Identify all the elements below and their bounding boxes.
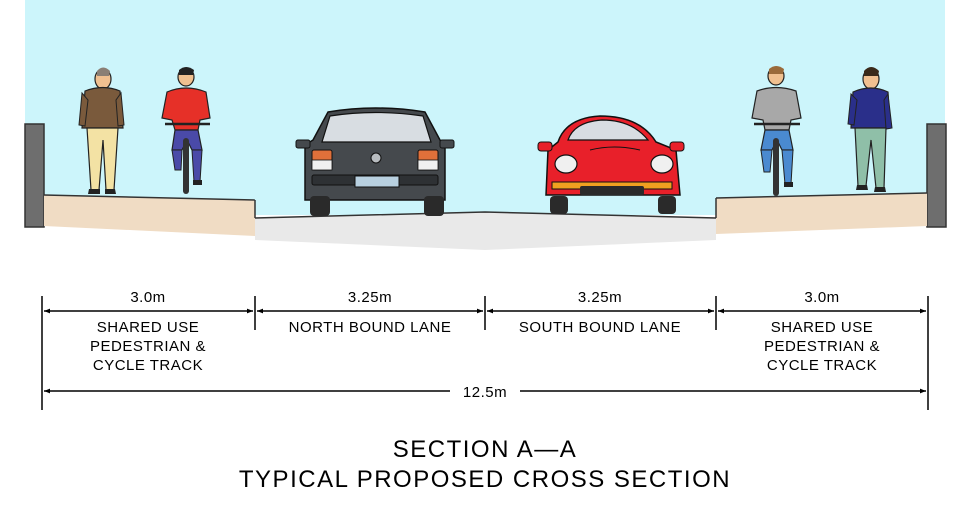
right-footpath [715,192,928,234]
zone-width-south-bound: 3.25m [578,289,622,306]
red-sports-car [537,115,685,214]
zone-width-shared-use-right: 3.0m [804,289,839,306]
zone-label-shared-use-right-line3: CYCLE TRACK [767,357,877,374]
zone-label-south-bound-lane: SOUTH BOUND LANE [519,319,681,336]
left-footpath [43,194,256,236]
total-width-label: 12.5m [463,384,507,401]
cyclist-left [161,67,211,194]
zone-width-north-bound: 3.25m [348,289,392,306]
zone-label-shared-use-right-line1: SHARED USE [771,319,874,336]
section-subtitle: TYPICAL PROPOSED CROSS SECTION [239,466,731,493]
section-title: SECTION A—A [393,436,578,463]
sky-background [25,0,945,215]
right-boundary-wall [926,123,947,228]
zone-width-shared-use-left: 3.0m [130,289,165,306]
zone-label-shared-use-left-line3: CYCLE TRACK [93,357,203,374]
zone-label-shared-use-right-line2: PEDESTRIAN & [764,338,880,355]
zone-label-north-bound-lane: NORTH BOUND LANE [289,319,452,336]
zone-label-shared-use-left-line1: SHARED USE [97,319,200,336]
dark-hatchback-car [295,107,455,216]
carriageway [254,211,717,250]
cyclist-right [751,66,802,196]
pedestrian-right [847,67,893,192]
zone-label-shared-use-left-line2: PEDESTRIAN & [90,338,206,355]
pedestrian-left [78,67,125,194]
dimension-lines [41,296,929,410]
left-boundary-wall [24,123,45,228]
